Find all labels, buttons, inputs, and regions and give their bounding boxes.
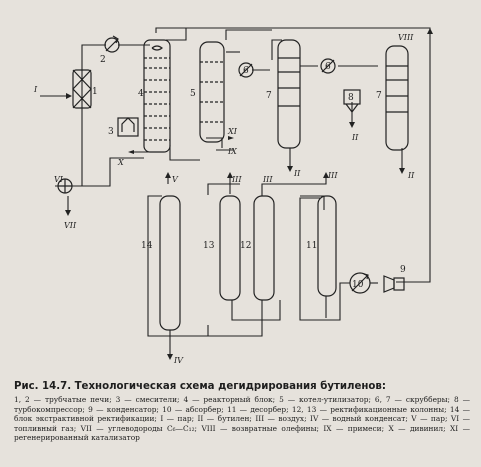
arrowheads bbox=[65, 28, 433, 360]
pipelines bbox=[40, 27, 431, 354]
stream-label: VI bbox=[54, 175, 64, 184]
equipment-label: 1 bbox=[92, 87, 98, 97]
stream-label: VII bbox=[64, 221, 77, 230]
equipment-label: 6 bbox=[243, 66, 249, 76]
equipment-label: 6 bbox=[325, 62, 331, 72]
equipment bbox=[57, 35, 409, 331]
stream-label: III bbox=[231, 175, 242, 184]
stream-label: VIII bbox=[398, 33, 414, 42]
equipment-label: 7 bbox=[266, 91, 272, 101]
stream-label: II bbox=[293, 169, 301, 178]
equipment-label: 3 bbox=[108, 127, 114, 137]
equipment-label: 14 bbox=[141, 241, 153, 251]
equipment-label: 2 bbox=[100, 55, 106, 65]
stream-labels: I VI VII X XI IX II II VIII II V III III… bbox=[33, 33, 415, 365]
stream-label: IV bbox=[173, 356, 184, 365]
stream-label: II bbox=[351, 133, 359, 142]
stream-label: XI bbox=[227, 127, 238, 136]
equipment-labels: 1 2 3 4 5 6 6 7 7 8 9 10 11 12 13 14 bbox=[92, 55, 406, 290]
stream-label: III bbox=[262, 175, 273, 184]
equipment-label: 12 bbox=[240, 241, 251, 251]
stream-label: II bbox=[407, 171, 415, 180]
equipment-label: 8 bbox=[348, 93, 354, 103]
equipment-label: 5 bbox=[190, 89, 196, 99]
equipment-label: 7 bbox=[376, 91, 382, 101]
figure-title: Рис. 14.7. Технологическая схема дегидри… bbox=[14, 381, 386, 392]
stream-label: IX bbox=[227, 147, 237, 156]
equipment-label: 11 bbox=[306, 241, 317, 251]
process-flow-diagram: 1 2 3 4 5 6 6 7 7 8 9 10 11 12 13 14 I V… bbox=[33, 27, 433, 365]
stream-label: III bbox=[327, 171, 338, 180]
equipment-label: 10 bbox=[352, 280, 364, 290]
equipment-label: 4 bbox=[138, 89, 144, 99]
figure-legend: 1, 2 — трубчатые печи; 3 — смесители; 4 … bbox=[14, 395, 470, 443]
stream-label: X bbox=[117, 158, 124, 167]
equipment-label: 9 bbox=[400, 265, 406, 275]
equipment-label: 13 bbox=[203, 241, 215, 251]
figure-caption: Рис. 14.7. Технологическая схема дегидри… bbox=[14, 380, 470, 462]
stream-label: V bbox=[172, 175, 179, 184]
stream-label: I bbox=[33, 85, 38, 94]
